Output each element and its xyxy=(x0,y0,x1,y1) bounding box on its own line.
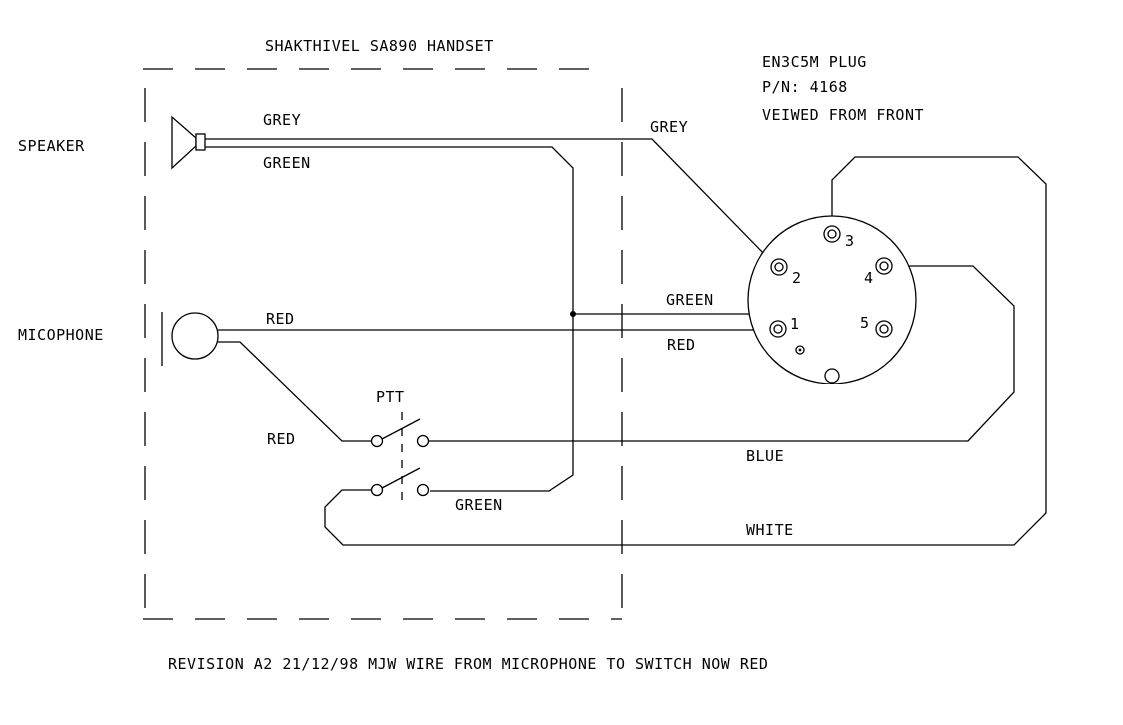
pin-3 xyxy=(823,225,841,243)
wire-label-green-speaker: GREEN xyxy=(263,154,311,172)
pin-2 xyxy=(770,258,788,276)
wire-grey xyxy=(205,138,769,259)
wire-label-red-switch: RED xyxy=(267,430,296,448)
wire-green-to-pin1 xyxy=(570,311,772,324)
handset-boundary xyxy=(143,68,623,620)
wire-label-grey-speaker: GREY xyxy=(263,111,301,129)
wire-label-red-mic: RED xyxy=(266,310,295,328)
revision-note: REVISION A2 21/12/98 MJW WIRE FROM MICRO… xyxy=(168,655,768,673)
wire-blue xyxy=(428,265,1015,442)
plug-view-note: VEIWED FROM FRONT xyxy=(762,106,924,124)
plug-connector: 3 2 4 1 5 xyxy=(747,215,917,390)
ptt-switch[interactable] xyxy=(370,412,430,500)
wire-green-speaker xyxy=(205,146,574,492)
pin-label-3: 3 xyxy=(845,232,855,250)
pin-label-4: 4 xyxy=(864,269,874,287)
wire-label-red-pin1: RED xyxy=(667,336,696,354)
microphone-label: MICOPHONE xyxy=(18,326,104,344)
pin-label-5: 5 xyxy=(860,314,870,332)
ptt-label: PTT xyxy=(376,388,405,406)
junction-dot xyxy=(570,311,576,317)
pin-4 xyxy=(875,257,893,275)
key-pin xyxy=(824,368,840,384)
speaker-symbol xyxy=(171,115,206,170)
wire-label-grey-pin2: GREY xyxy=(650,118,688,136)
wire-white xyxy=(324,156,1047,546)
pin-5 xyxy=(875,320,893,338)
microphone-symbol xyxy=(161,312,219,366)
wire-label-white: WHITE xyxy=(746,521,794,539)
wire-label-blue: BLUE xyxy=(746,447,784,465)
wire-label-green-pin1: GREEN xyxy=(666,291,714,309)
wire-label-green-switch: GREEN xyxy=(455,496,503,514)
pin-label-1: 1 xyxy=(790,315,800,333)
handset-title: SHAKTHIVEL SA890 HANDSET xyxy=(265,37,494,55)
plug-part-number: P/N: 4168 xyxy=(762,78,848,96)
pin-1 xyxy=(769,320,787,338)
pin-label-2: 2 xyxy=(792,269,802,287)
wire-red-mic-to-switch xyxy=(218,341,372,442)
speaker-label: SPEAKER xyxy=(18,137,85,155)
plug-name: EN3C5M PLUG xyxy=(762,53,867,71)
